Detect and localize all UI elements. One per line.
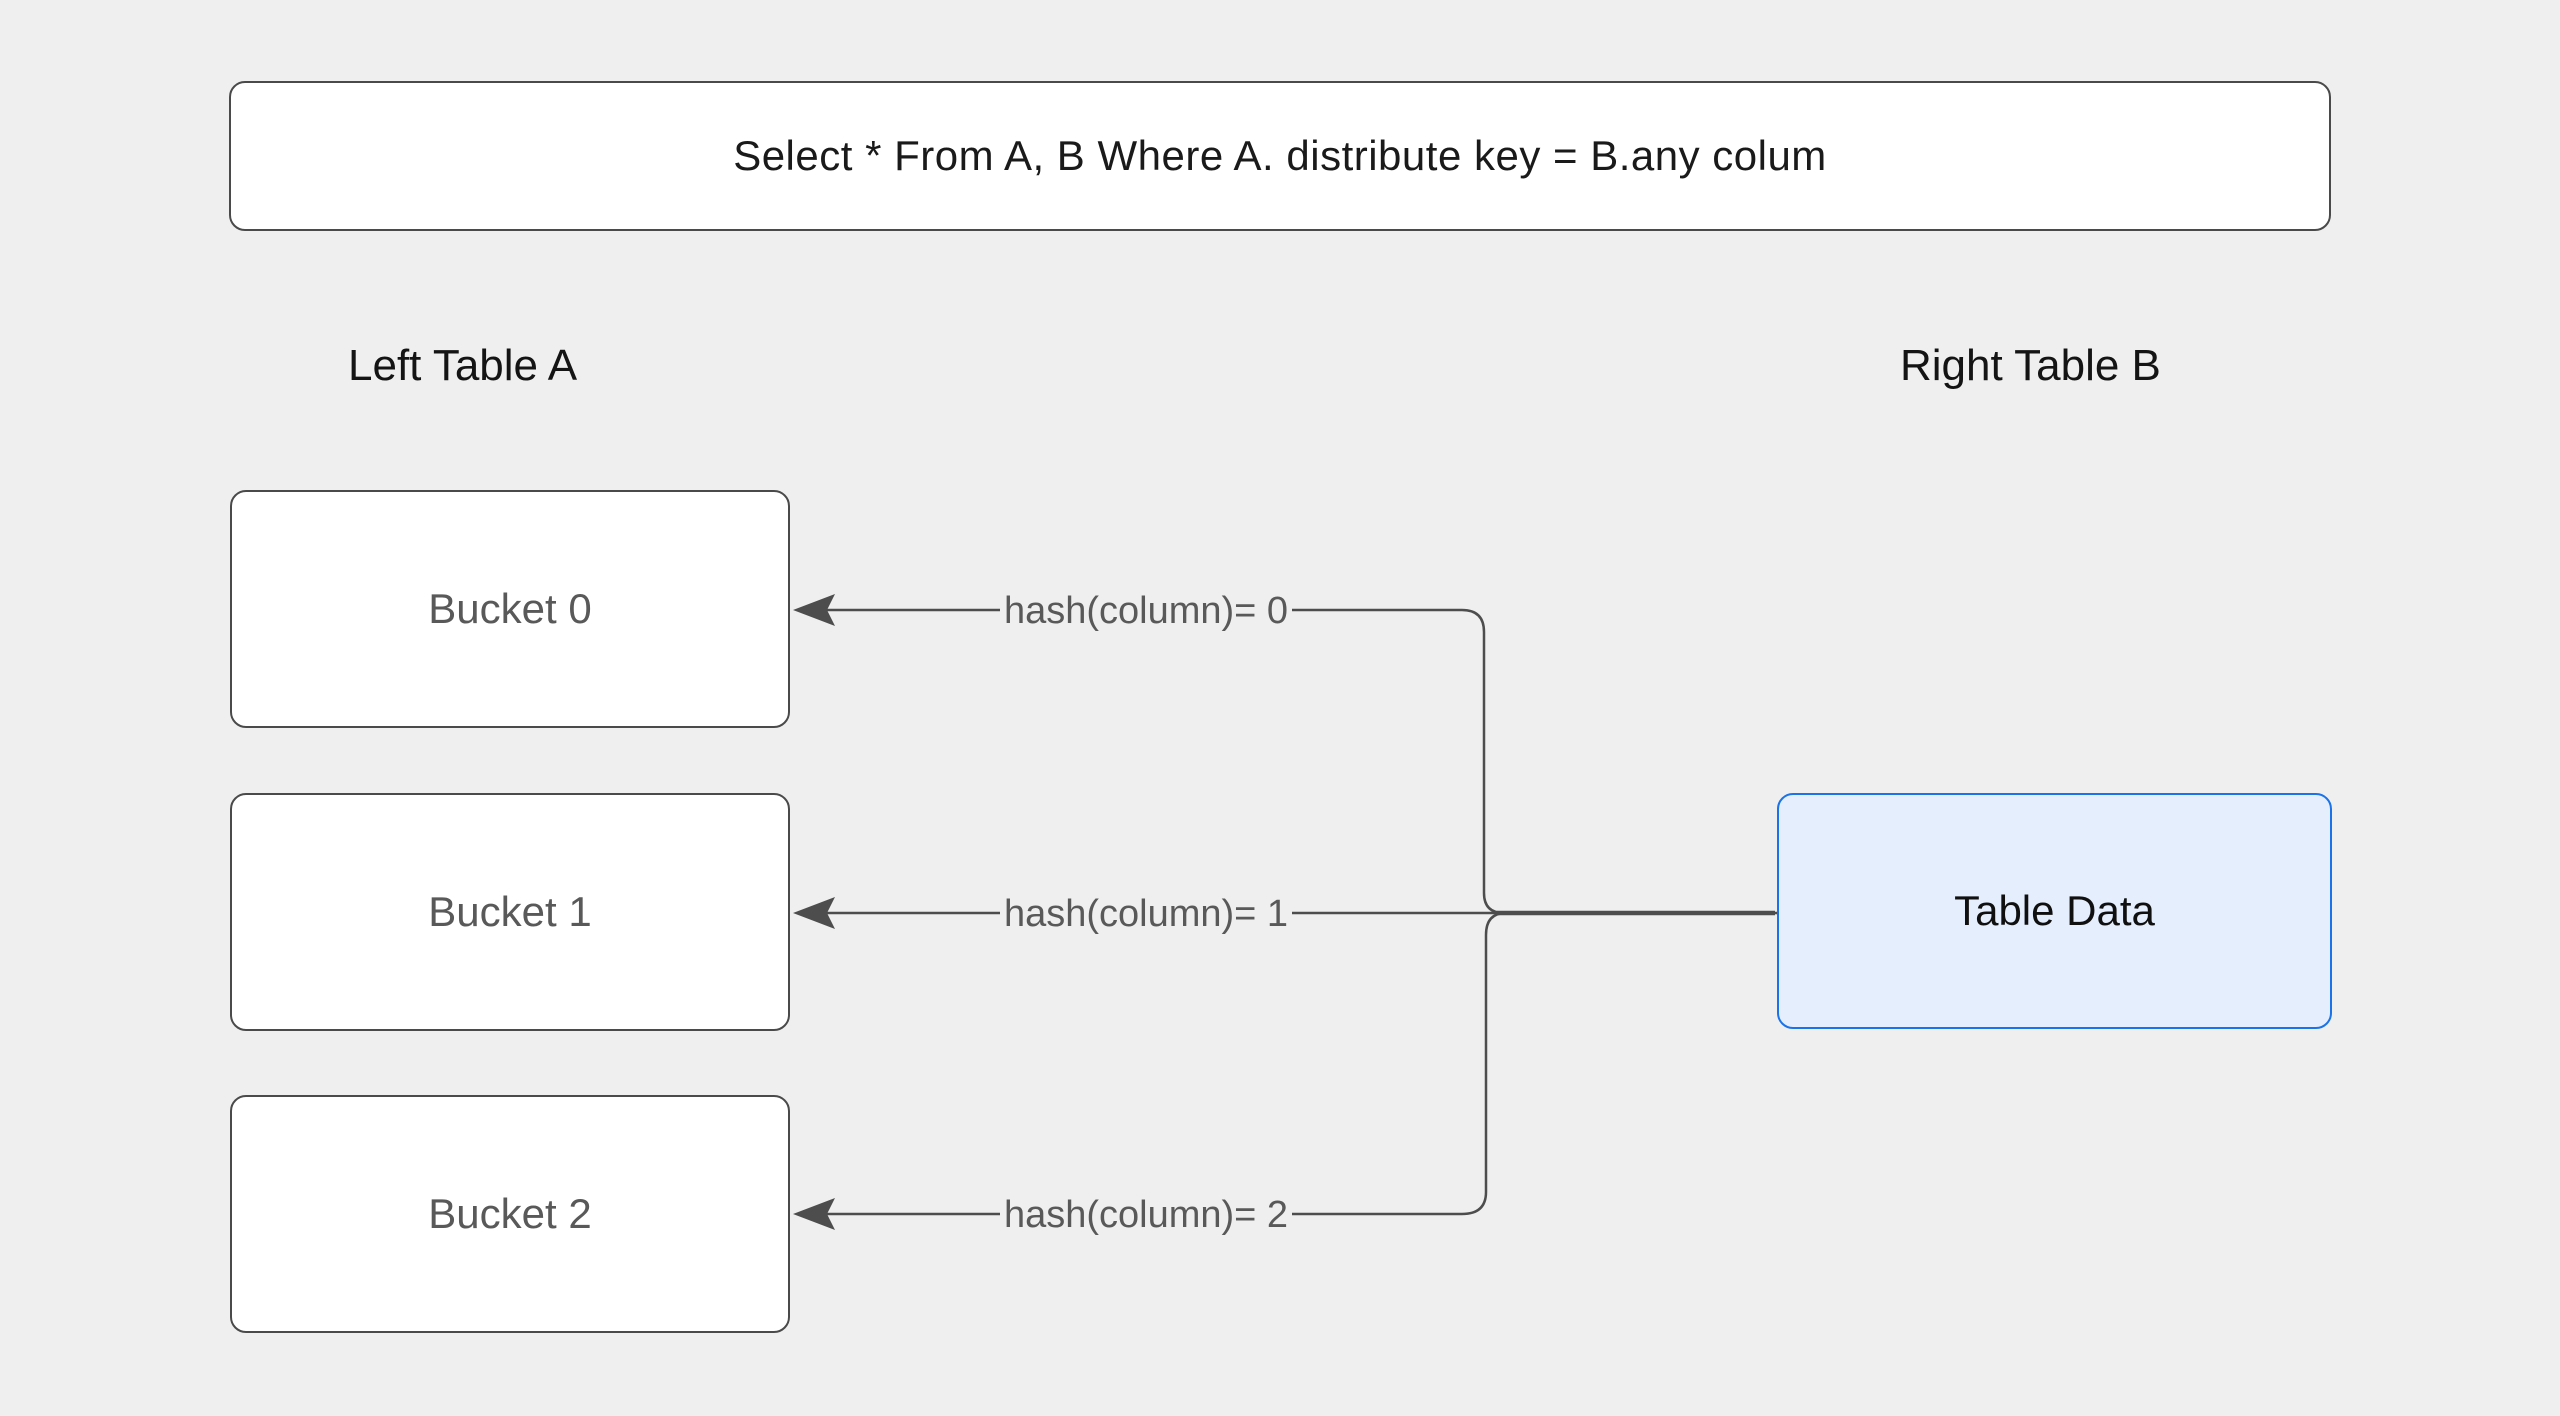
right-table-label: Right Table B xyxy=(1900,341,2161,390)
edge-label-0: hash(column)= 0 xyxy=(1000,584,1292,636)
edge-bucket-2-line xyxy=(826,911,1507,1216)
table-data-box: Table Data xyxy=(1777,793,2332,1029)
bucket-0-label: Bucket 0 xyxy=(428,585,592,632)
bucket-1-label: Bucket 1 xyxy=(428,888,592,935)
sql-statement-text: Select * From A, B Where A. distribute k… xyxy=(733,132,1827,179)
edge-label-2-bg xyxy=(1000,1188,1292,1240)
bucket-2-box: Bucket 2 xyxy=(230,1095,790,1333)
left-table-label: Left Table A xyxy=(348,341,578,390)
bucket-1-box: Bucket 1 xyxy=(230,793,790,1031)
edge-label-2: hash(column)= 2 xyxy=(1000,1188,1292,1240)
sql-statement-box: Select * From A, B Where A. distribute k… xyxy=(229,81,2331,231)
edge-label-1: hash(column)= 1 xyxy=(1000,887,1292,939)
edge-label-1-bg xyxy=(1000,887,1292,939)
table-data-label: Table Data xyxy=(1954,887,2155,934)
edge-label-0-text: hash(column)= 0 xyxy=(1004,590,1288,632)
bucket-0-box: Bucket 0 xyxy=(230,490,790,728)
edge-label-2-text: hash(column)= 2 xyxy=(1004,1194,1288,1236)
bucket-2-label: Bucket 2 xyxy=(428,1190,592,1237)
edge-label-1-text: hash(column)= 1 xyxy=(1004,893,1288,935)
arrow-left-icon-2 xyxy=(793,1198,835,1230)
arrow-left-icon-0 xyxy=(793,594,835,626)
edge-bucket-0-line xyxy=(826,608,1505,915)
arrow-left-icon-1 xyxy=(793,897,835,929)
edge-label-0-bg xyxy=(1000,584,1292,636)
